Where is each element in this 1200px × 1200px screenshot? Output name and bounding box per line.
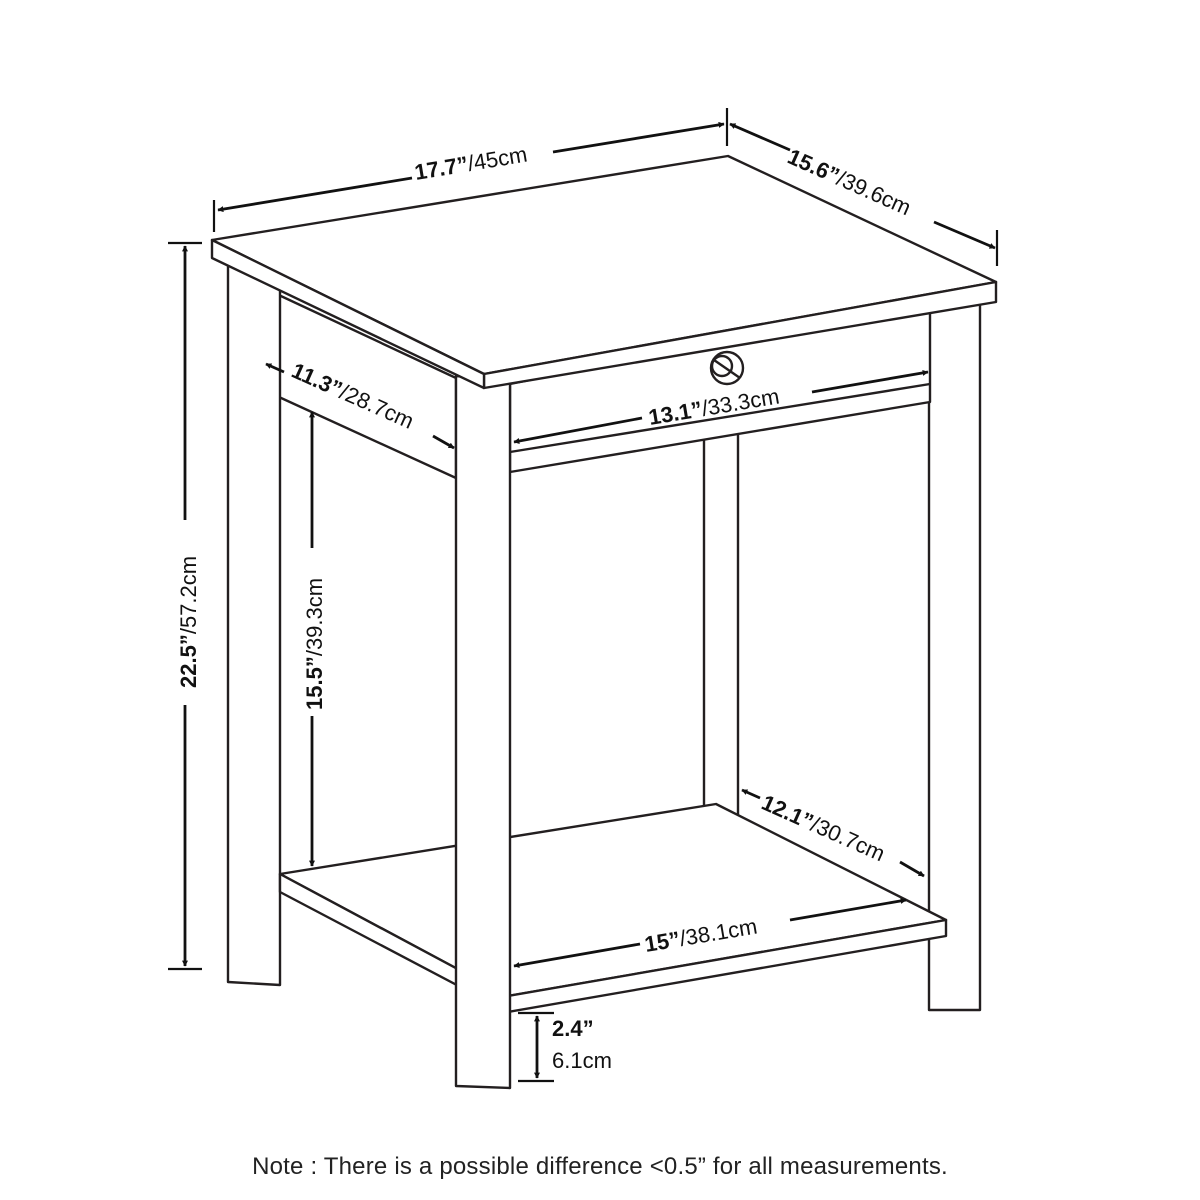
width-dimension-line xyxy=(217,176,413,213)
back-right-leg xyxy=(927,294,982,1012)
table-top-left-edge xyxy=(210,238,486,390)
drawer-width-dimension-line xyxy=(513,416,643,444)
back-left-leg xyxy=(702,428,740,828)
measurement-note: Note : There is a possible difference <0… xyxy=(252,1153,948,1180)
drawer-depth-dimension-line xyxy=(432,434,455,450)
shelf-width-dimension-line xyxy=(513,942,641,969)
leg-height-cm-label: 6.1cm xyxy=(552,1048,612,1073)
drawer-bottom-edge xyxy=(509,382,931,454)
dimension-lines xyxy=(168,108,999,1083)
width-label: 17.7”/45cm xyxy=(413,142,529,185)
front-left-leg xyxy=(454,374,512,1090)
table-outline xyxy=(210,154,998,1090)
height-label: 22.5”/57.2cm xyxy=(176,556,201,688)
clearance-label: 15.5”/39.3cm xyxy=(302,578,327,710)
leg-height-inch-label: 2.4” xyxy=(552,1016,594,1041)
depth-dimension-line xyxy=(729,122,791,152)
shelf-depth-dimension-line xyxy=(741,788,761,800)
drawer-knob-icon xyxy=(709,350,745,386)
